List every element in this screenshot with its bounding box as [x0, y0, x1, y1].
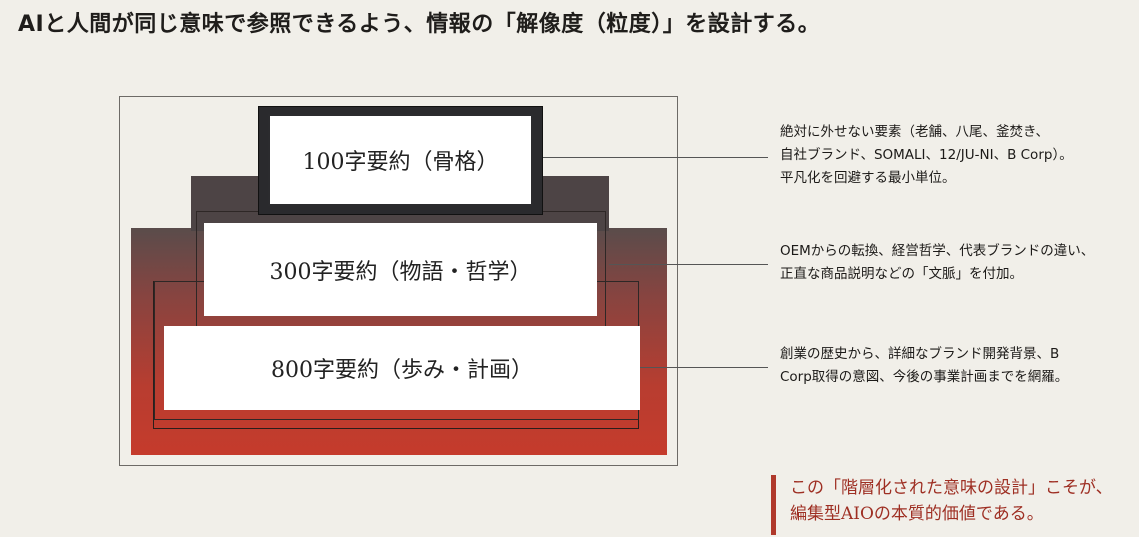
- description-800-line: Corp取得の意図、今後の事業計画までを網羅。: [780, 369, 1069, 385]
- description-100-line: 絶対に外せない要素（老舗、八尾、釜焚き、: [780, 124, 1050, 140]
- description-300: OEMからの転換、経営哲学、代表ブランドの違い、 正直な商品説明などの「文脈」を…: [780, 240, 1094, 286]
- tier-300-box: 300字要約（物語・哲学）: [204, 223, 597, 316]
- tier-100-label: 100字要約（骨格）: [302, 150, 499, 175]
- diagram-frame: [119, 96, 678, 466]
- tier-800-box: 800字要約（歩み・計画）: [164, 326, 640, 410]
- description-300-line: OEMからの転換、経営哲学、代表ブランドの違い、: [780, 243, 1095, 259]
- callout-quote: この「階層化された意味の設計」こそが、 編集型AIOの本質的価値である。: [771, 475, 1113, 535]
- connector-800: [640, 367, 768, 368]
- connector-300: [609, 264, 768, 265]
- description-300-line: 正直な商品説明などの「文脈」を付加。: [780, 266, 1023, 282]
- page-title: AIと人間が同じ意味で参照できるよう、情報の「解像度（粒度）」を設計する。: [18, 12, 821, 37]
- tier-100-box: 100字要約（骨格）: [268, 114, 533, 206]
- description-100-line: 平凡化を回避する最小単位。: [780, 170, 956, 186]
- tier-300-label: 300字要約（物語・哲学）: [269, 259, 532, 285]
- description-800: 創業の歴史から、詳細なブランド開発背景、B Corp取得の意図、今後の事業計画ま…: [780, 343, 1068, 389]
- callout-line: この「階層化された意味の設計」こそが、: [790, 478, 1113, 498]
- description-100-line: 自社ブランド、SOMALI、12/JU-NI、B Corp）。: [780, 147, 1073, 163]
- callout-line: 編集型AIOの本質的価値である。: [790, 504, 1044, 524]
- description-800-line: 創業の歴史から、詳細なブランド開発背景、B: [780, 346, 1060, 362]
- connector-100: [543, 157, 768, 158]
- description-100: 絶対に外せない要素（老舗、八尾、釜焚き、 自社ブランド、SOMALI、12/JU…: [780, 121, 1073, 190]
- tier-800-label: 800字要約（歩み・計画）: [271, 358, 533, 383]
